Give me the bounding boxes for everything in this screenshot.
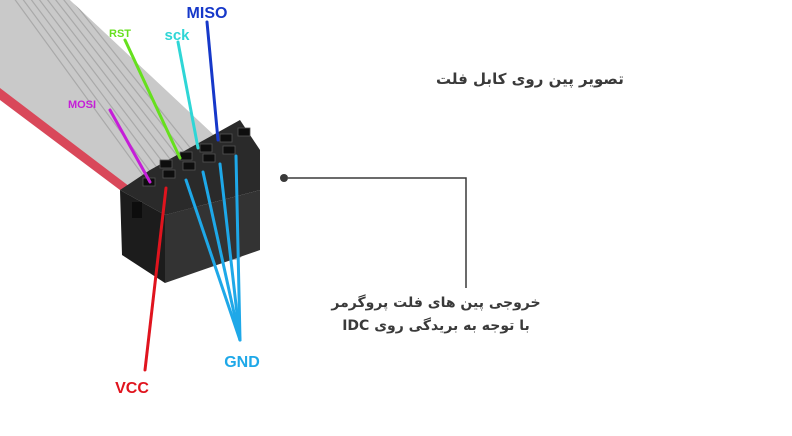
page-title: تصویر پین روی کابل فلت: [436, 70, 624, 88]
caption-line-1: خروجی پین های فلت پروگرمر: [331, 295, 541, 311]
miso-line: [205, 20, 220, 142]
vcc-label: VCC: [115, 380, 149, 397]
cable-red-stripe: [0, 88, 134, 190]
mosi-line: [108, 108, 152, 184]
rst-line: [123, 38, 182, 160]
gnd-lines: [184, 154, 242, 342]
pin-leader-lines: [108, 20, 242, 372]
rst-label: RST: [109, 28, 131, 40]
sck-label: sck: [164, 27, 190, 44]
callout-connector: [280, 174, 467, 288]
miso-label: MISO: [187, 5, 228, 22]
caption-line-2: با توجه به بریدگی روی IDC: [342, 318, 530, 334]
callout-caption: خروجی پین های فلت پروگرمر با توجه به بری…: [300, 292, 572, 338]
sck-line: [176, 40, 200, 150]
mosi-label: MOSI: [68, 99, 96, 111]
vcc-line: [143, 186, 168, 372]
idc-key-notch: [132, 202, 142, 218]
idc-connector: [120, 120, 260, 283]
callout-dot: [280, 174, 288, 182]
gnd-label: GND: [224, 354, 260, 371]
